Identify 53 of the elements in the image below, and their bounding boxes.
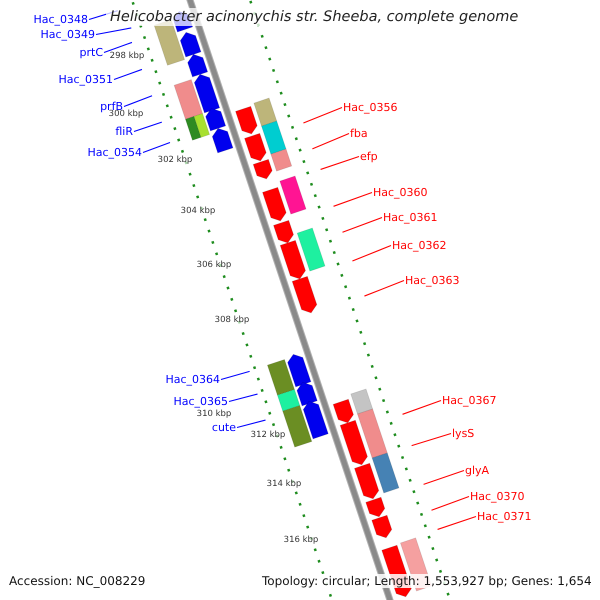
scale-label: 316 kbp xyxy=(284,535,318,545)
leader-line xyxy=(364,280,404,297)
gene-label: Hac_0370 xyxy=(470,490,525,503)
leader-line xyxy=(342,216,382,233)
leader-line xyxy=(312,133,350,150)
gene-label: Hac_0348 xyxy=(33,13,88,26)
scale-label: 306 kbp xyxy=(196,260,232,270)
leader-line xyxy=(320,156,360,170)
leader-line xyxy=(402,400,442,415)
scale-label: 302 kbp xyxy=(158,155,192,165)
gene-label: Hac_0349 xyxy=(40,28,95,41)
gene-label: Hac_0354 xyxy=(87,146,142,159)
gene-label: Hac_0367 xyxy=(442,394,497,407)
scale-label: 308 kbp xyxy=(214,315,250,325)
scale-label: 314 kbp xyxy=(266,479,302,489)
leader-line xyxy=(411,432,452,446)
leader-line xyxy=(124,95,152,108)
leader-line xyxy=(352,244,392,262)
leader-line xyxy=(220,370,250,380)
gene-label: fliR xyxy=(115,125,133,138)
footer-text: Topology: circular; Length: 1,553,927 bp; Genes: 1,654 xyxy=(262,574,592,588)
leader-line xyxy=(236,420,266,428)
leader-line xyxy=(114,68,142,80)
leader-line xyxy=(333,192,372,207)
gene-label: fba xyxy=(350,127,368,140)
leader-line xyxy=(437,516,476,530)
gene-label: lysS xyxy=(452,427,474,440)
scale-label: 298 kbp xyxy=(110,51,144,61)
gene-label: Hac_0363 xyxy=(405,274,460,287)
gene-label: prtC xyxy=(80,46,103,59)
gene-label: glyA xyxy=(465,464,490,477)
gene-label: Hac_0360 xyxy=(373,186,428,199)
leader-line xyxy=(96,27,132,36)
gene-label: Hac_0362 xyxy=(392,239,447,252)
leader-line xyxy=(431,496,470,511)
gene-label: Hac_0356 xyxy=(343,101,398,114)
scale-label: 304 kbp xyxy=(180,206,216,216)
scale-label: 312 kbp xyxy=(250,430,286,440)
scale-label: 310 kbp xyxy=(196,409,232,419)
leader-line xyxy=(303,106,342,124)
footer-text: Accession: NC_008229 xyxy=(9,574,146,588)
leader-line xyxy=(228,394,258,402)
gene-label: Hac_0371 xyxy=(477,510,532,523)
gene-label: Hac_0361 xyxy=(383,211,438,224)
gene-label: cute xyxy=(212,421,236,434)
leader-line xyxy=(142,142,170,154)
gene-label: Hac_0351 xyxy=(58,73,113,86)
leader-line xyxy=(423,470,464,485)
leader-line xyxy=(104,42,132,54)
leader-line xyxy=(134,122,162,132)
gene-label: Hac_0364 xyxy=(165,373,220,386)
gene-label: Hac_0365 xyxy=(173,395,228,408)
gene-label: efp xyxy=(360,150,378,163)
